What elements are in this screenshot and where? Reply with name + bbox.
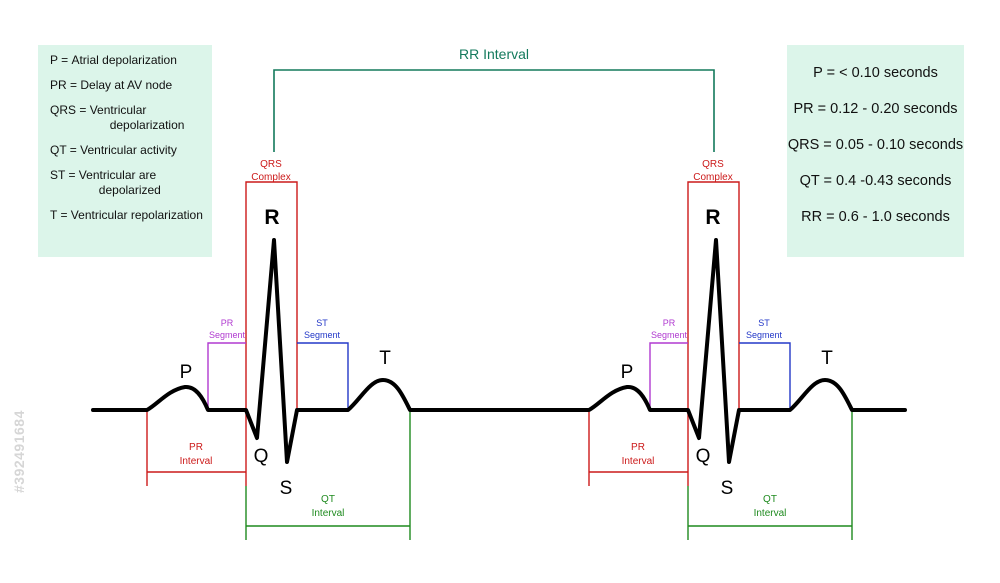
wave-label-p-1: P: [180, 362, 193, 383]
legend-row-qt: QT = Ventricular activity: [50, 143, 212, 158]
legend-row-st: ST = Ventricular are depolarized: [50, 168, 212, 198]
qrs-label-line1-1: QRS: [260, 159, 282, 170]
legend-desc: Ventricular depolarization: [89, 103, 185, 132]
duration-rr: RR = 0.6 - 1.0 seconds: [801, 209, 950, 225]
qrs-complex-bracket-1: QRS Complex: [245, 159, 298, 410]
st-segment-bracket-1: ST Segment: [297, 318, 349, 410]
duration-legend: P = < 0.10 seconds PR = 0.12 - 0.20 seco…: [787, 45, 964, 257]
st-segment-label-line1-2: ST: [758, 318, 770, 328]
legend-key: P =: [50, 53, 72, 67]
pr-segment-label-line2-2: Segment: [651, 330, 688, 340]
st-segment-bracket-2: ST Segment: [739, 318, 791, 410]
pr-interval-label-line1-2: PR: [631, 442, 645, 453]
wave-label-t-2: T: [821, 348, 833, 369]
st-segment-label-line2-2: Segment: [746, 330, 783, 340]
rr-interval-bracket: RR Interval: [273, 46, 715, 152]
qrs-complex-bracket-2: QRS Complex: [687, 159, 740, 410]
legend-key: T =: [50, 208, 71, 222]
legend-key: QRS =: [50, 103, 90, 117]
st-segment-label-line1-1: ST: [316, 318, 328, 328]
pr-interval-bracket-2: PR Interval: [588, 410, 689, 486]
wave-label-q-1: Q: [254, 446, 269, 467]
legend-desc: Delay at AV node: [80, 78, 173, 92]
st-segment-label-line2-1: Segment: [304, 330, 341, 340]
wave-label-q-2: Q: [696, 446, 711, 467]
pr-interval-bracket-1: PR Interval: [146, 410, 247, 486]
wave-label-r-2: R: [705, 206, 720, 229]
legend-row-pr: PR = Delay at AV node: [50, 78, 212, 93]
pr-segment-bracket-1: PR Segment: [207, 318, 246, 410]
pr-interval-label-line1-1: PR: [189, 442, 203, 453]
legend-desc: Ventricular repolarization: [70, 208, 203, 222]
ecg-trace: [91, 238, 907, 464]
legend-desc: Ventricular activity: [80, 143, 177, 157]
qt-interval-label-line2-2: Interval: [754, 508, 787, 519]
wave-label-p-2: P: [621, 362, 634, 383]
legend-row-p: P = Atrial depolarization: [50, 53, 212, 68]
abbreviation-legend: P = Atrial depolarization PR = Delay at …: [38, 45, 212, 257]
rr-interval-label: RR Interval: [459, 46, 529, 62]
qt-interval-label-line1-2: QT: [763, 494, 777, 505]
pr-interval-label-line2-2: Interval: [622, 456, 655, 467]
duration-qt: QT = 0.4 -0.43 seconds: [799, 173, 952, 189]
legend-row-qrs: QRS = Ventricular depolarization: [50, 103, 212, 133]
legend-desc: Ventricular are depolarized: [78, 168, 161, 197]
pr-segment-label-line1-1: PR: [221, 318, 234, 328]
stock-image-id-watermark: #392491684: [11, 410, 27, 493]
legend-key: PR =: [50, 78, 81, 92]
pr-segment-label-line2-1: Segment: [209, 330, 246, 340]
legend-row-t: T = Ventricular repolarization: [50, 208, 212, 223]
legend-key: ST =: [50, 168, 79, 182]
legend-key: QT =: [50, 143, 81, 157]
pr-segment-bracket-2: PR Segment: [649, 318, 688, 410]
qt-interval-label-line1-1: QT: [321, 494, 335, 505]
qt-interval-bracket-2: QT Interval: [687, 410, 853, 540]
qrs-label-line2-2: Complex: [693, 172, 732, 183]
duration-pr: PR = 0.12 - 0.20 seconds: [793, 101, 958, 117]
wave-label-s-2: S: [721, 478, 734, 499]
pr-segment-label-line1-2: PR: [663, 318, 676, 328]
qt-interval-label-line2-1: Interval: [312, 508, 345, 519]
qrs-label-line1-2: QRS: [702, 159, 724, 170]
wave-label-s-1: S: [280, 478, 293, 499]
duration-p: P = < 0.10 seconds: [813, 65, 938, 81]
pr-interval-label-line2-1: Interval: [180, 456, 213, 467]
qt-interval-bracket-1: QT Interval: [245, 410, 411, 540]
duration-qrs: QRS = 0.05 - 0.10 seconds: [787, 137, 964, 153]
qrs-label-line2-1: Complex: [251, 172, 290, 183]
wave-label-t-1: T: [379, 348, 391, 369]
wave-label-r-1: R: [264, 206, 279, 229]
legend-desc: Atrial depolarization: [71, 53, 177, 67]
